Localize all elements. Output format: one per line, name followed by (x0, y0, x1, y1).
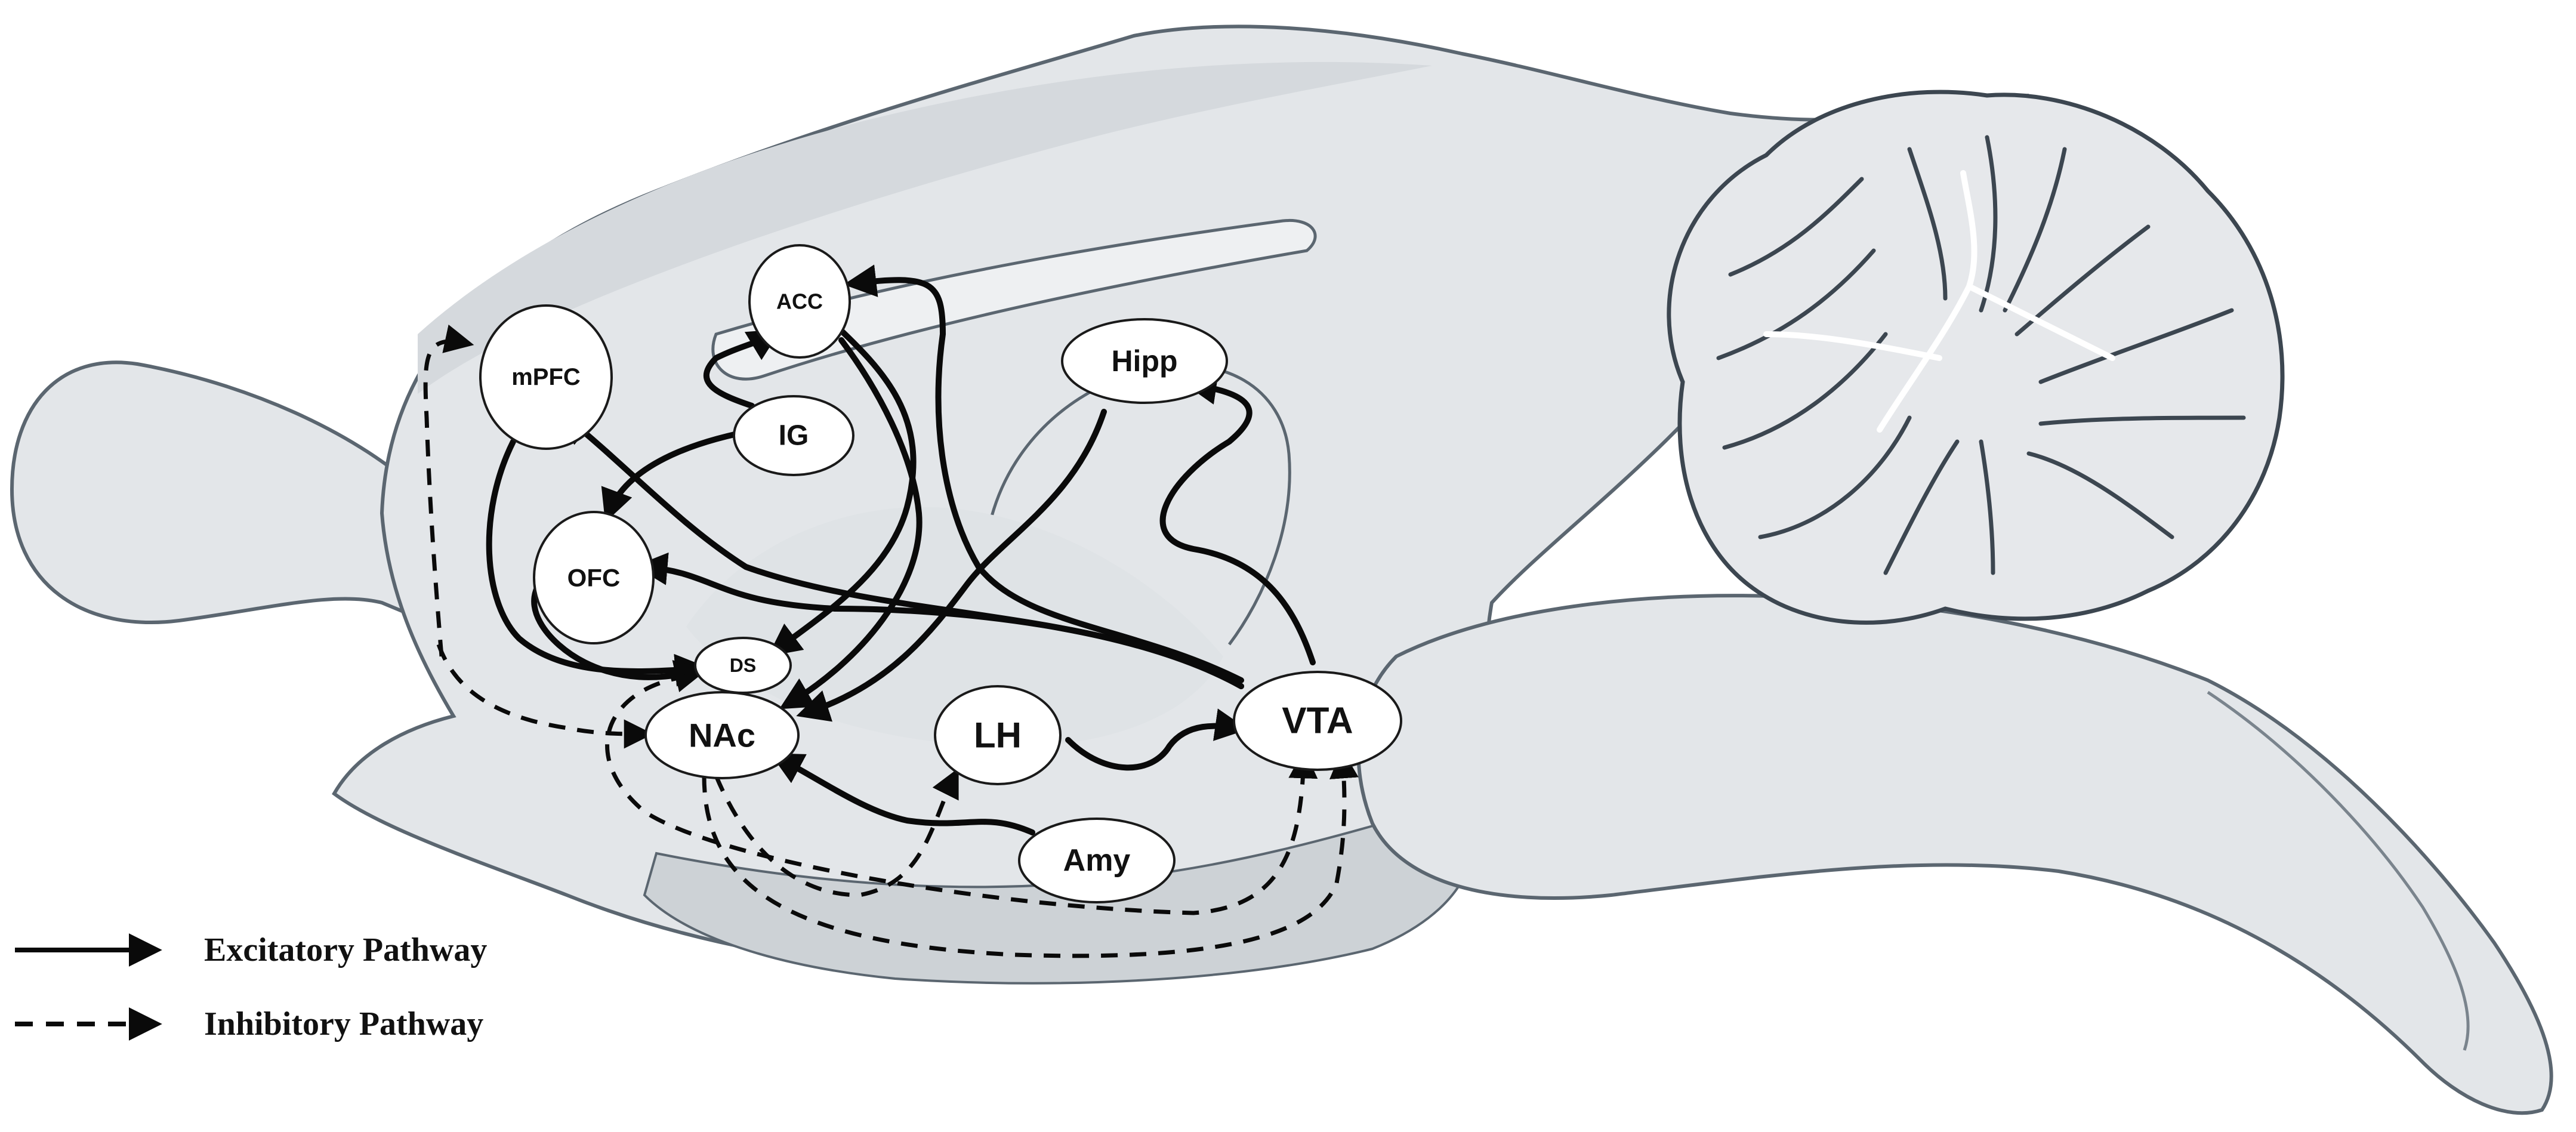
node-ofc: OFC (533, 511, 655, 644)
node-label-ig: IG (779, 420, 809, 452)
brainstem (1356, 594, 2553, 1115)
node-label-amy: Amy (1063, 843, 1131, 878)
node-ds: DS (694, 637, 792, 694)
pathway-lh-to-vta (1065, 708, 1248, 771)
thalamus-shade (686, 507, 1223, 747)
legend: Excitatory Pathway Inhibitory Pathway (15, 931, 487, 1042)
node-label-vta: VTA (1282, 701, 1353, 742)
node-label-mpfc: mPFC (511, 364, 581, 390)
cerebellum-arbor-vitae (1763, 170, 2115, 433)
pathway-ig-to-ofc (601, 427, 761, 523)
node-label-ds: DS (730, 655, 756, 676)
node-acc: ACC (748, 244, 851, 359)
node-label-ofc: OFC (567, 564, 621, 592)
pathway-acc-to-nac (779, 337, 923, 710)
node-vta: VTA (1233, 671, 1402, 771)
node-lh: LH (934, 685, 1062, 785)
node-ig: IG (733, 395, 854, 476)
olfactory-bulb (10, 360, 456, 636)
pathway-inh-to-mpfc (423, 324, 474, 657)
legend-excitatory: Excitatory Pathway (15, 931, 487, 968)
node-label-nac: NAc (689, 717, 755, 754)
corpus-callosum (711, 218, 1317, 381)
pathway-amy-to-nac (770, 753, 1035, 835)
pathway-nac-to-lh-inh (714, 767, 959, 897)
node-hipp: Hipp (1061, 318, 1228, 404)
node-amy: Amy (1018, 818, 1176, 903)
cerebellum (1667, 90, 2285, 625)
brainstem-inner-line (2207, 690, 2470, 1051)
node-label-hipp: Hipp (1111, 344, 1177, 378)
pathways (423, 264, 1359, 958)
cortex-shade (418, 61, 1432, 394)
node-nac: NAc (644, 691, 800, 779)
node-label-acc: ACC (776, 289, 823, 314)
pathway-ig-to-acc (704, 329, 782, 409)
pathway-acc-to-ds (767, 319, 917, 656)
pathway-mpfc-to-ds (486, 439, 708, 687)
pathway-inh-to-nac (436, 643, 653, 749)
legend-inhibitory: Inhibitory Pathway (15, 1005, 483, 1042)
pathway-ofc-to-ds (531, 570, 708, 692)
node-label-lh: LH (974, 715, 1022, 755)
pathway-vta-to-ofc (634, 552, 1244, 689)
pathway-ds-to-vta-inh (605, 672, 1318, 915)
pathway-hipp-to-nac (796, 409, 1107, 722)
cerebellum-folia (1716, 135, 2246, 575)
pathway-vta-to-hipp (1159, 372, 1316, 665)
node-mpfc: mPFC (479, 304, 613, 450)
pathway-nac-to-vta-inh (702, 749, 1359, 958)
region-nodes: mPFC ACC IG Hipp OFC DS NAc LH (479, 244, 1402, 903)
legend-inhibitory-label: Inhibitory Pathway (204, 1005, 483, 1042)
legend-excitatory-label: Excitatory Pathway (204, 931, 487, 968)
pathway-vta-to-acc (843, 264, 1244, 683)
